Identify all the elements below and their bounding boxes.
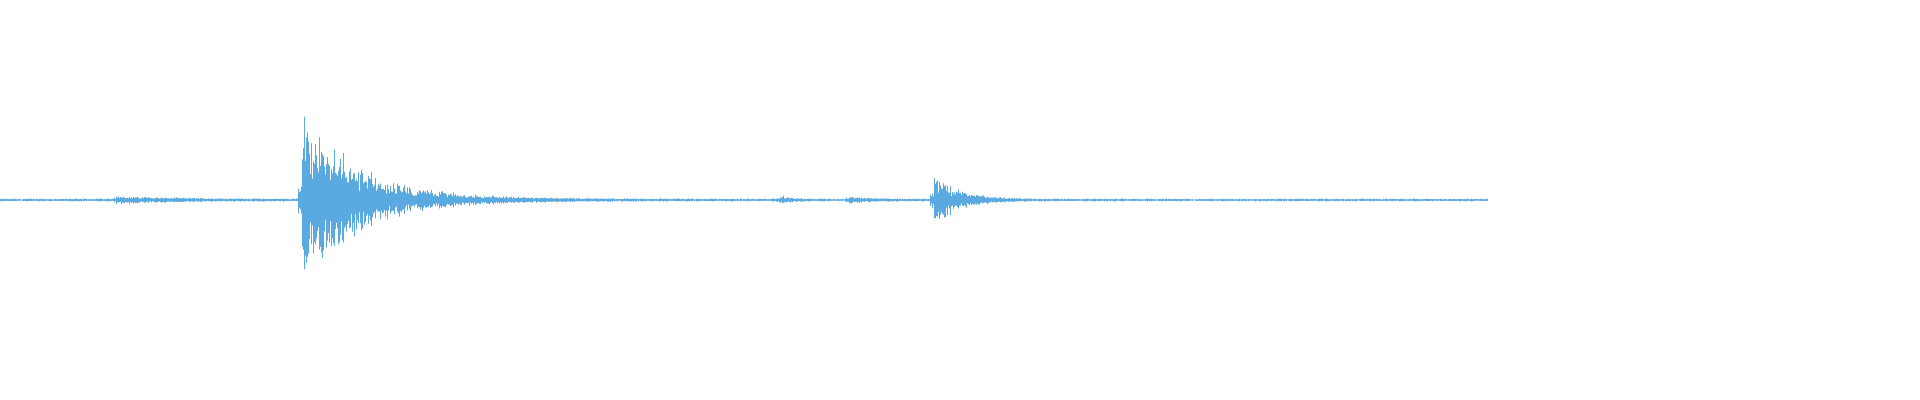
waveform-peaks bbox=[0, 116, 1488, 270]
waveform-samples bbox=[0, 116, 1488, 270]
